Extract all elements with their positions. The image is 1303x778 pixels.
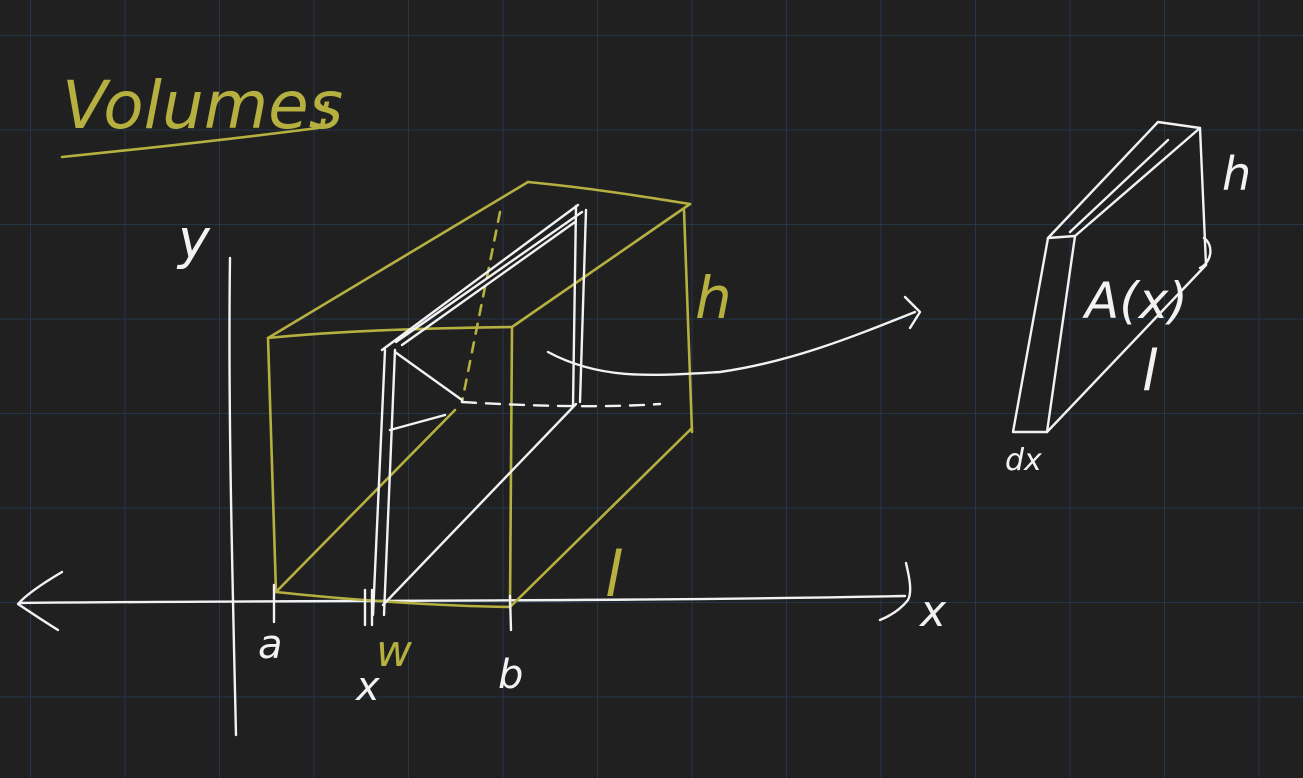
box-height-label: h (695, 264, 732, 332)
title-group: Volumes : (60, 67, 343, 159)
y-axis-line (228, 256, 238, 737)
box-top-left-edge (266, 180, 530, 340)
title-colon: : (318, 84, 333, 135)
box-hidden-bottom-edge (274, 408, 457, 594)
slice-bottom (381, 402, 578, 607)
box-top-right-edge (510, 202, 692, 329)
slice-top-1 (380, 203, 580, 352)
box-front-right-edge (508, 325, 514, 609)
tick-x-mark (363, 588, 374, 627)
detached-slice-group: A(x) h l dx (1005, 120, 1251, 478)
x-axis-right-arrow (878, 561, 912, 622)
detached-back-edge (1198, 126, 1208, 267)
box-top-back-edge (526, 180, 692, 206)
slice-top-2 (394, 210, 584, 344)
box-front-top-edge (266, 325, 514, 340)
x-axis-label: x (918, 586, 947, 637)
detached-front-face (1011, 234, 1077, 434)
tick-label-a: a (258, 622, 283, 668)
box-front-left-edge (266, 336, 278, 594)
box-group (266, 180, 694, 609)
slice-hidden-edge (388, 413, 447, 432)
box-front-bottom-edge (274, 590, 512, 609)
slice-hidden-bottom (460, 400, 662, 408)
slice-pointer-arrowhead (903, 295, 922, 330)
box-width-label: w (376, 626, 413, 677)
slice-group (371, 203, 922, 617)
title-underline (60, 126, 320, 159)
title-text: Volumes (62, 67, 343, 144)
slice-front-right (382, 348, 397, 617)
detached-top-inner-line (1068, 138, 1170, 234)
tick-label-b: b (498, 652, 523, 698)
box-length-label: l (605, 538, 622, 611)
x-axis-left-arrow (16, 570, 64, 632)
detached-top-face (1046, 120, 1202, 240)
tick-label-x: x (354, 664, 380, 710)
box-bottom-right-edge (508, 426, 694, 609)
slice-top-3 (400, 220, 577, 347)
detached-side-curve (1198, 236, 1212, 270)
y-axis-label: y (176, 208, 211, 271)
slice-front-left (371, 348, 387, 617)
slice-thickness-label: dx (1005, 443, 1042, 478)
axes-group: x y (16, 208, 947, 737)
slice-back-right (578, 208, 588, 404)
slice-back-left (571, 204, 578, 408)
slice-hidden-left (393, 350, 464, 402)
detached-bottom-edge (1045, 263, 1208, 434)
x-ticks-group: a x b (258, 583, 523, 710)
slice-height-label: h (1222, 147, 1251, 201)
slice-length-label: l (1142, 339, 1158, 404)
box-back-right-edge (682, 208, 694, 434)
tick-b-mark (508, 594, 513, 632)
slice-pointer-arrow (546, 310, 917, 377)
slice-area-label: A(x) (1082, 272, 1188, 330)
x-axis-line (18, 594, 907, 605)
box-hidden-vertical-edge (460, 210, 502, 404)
